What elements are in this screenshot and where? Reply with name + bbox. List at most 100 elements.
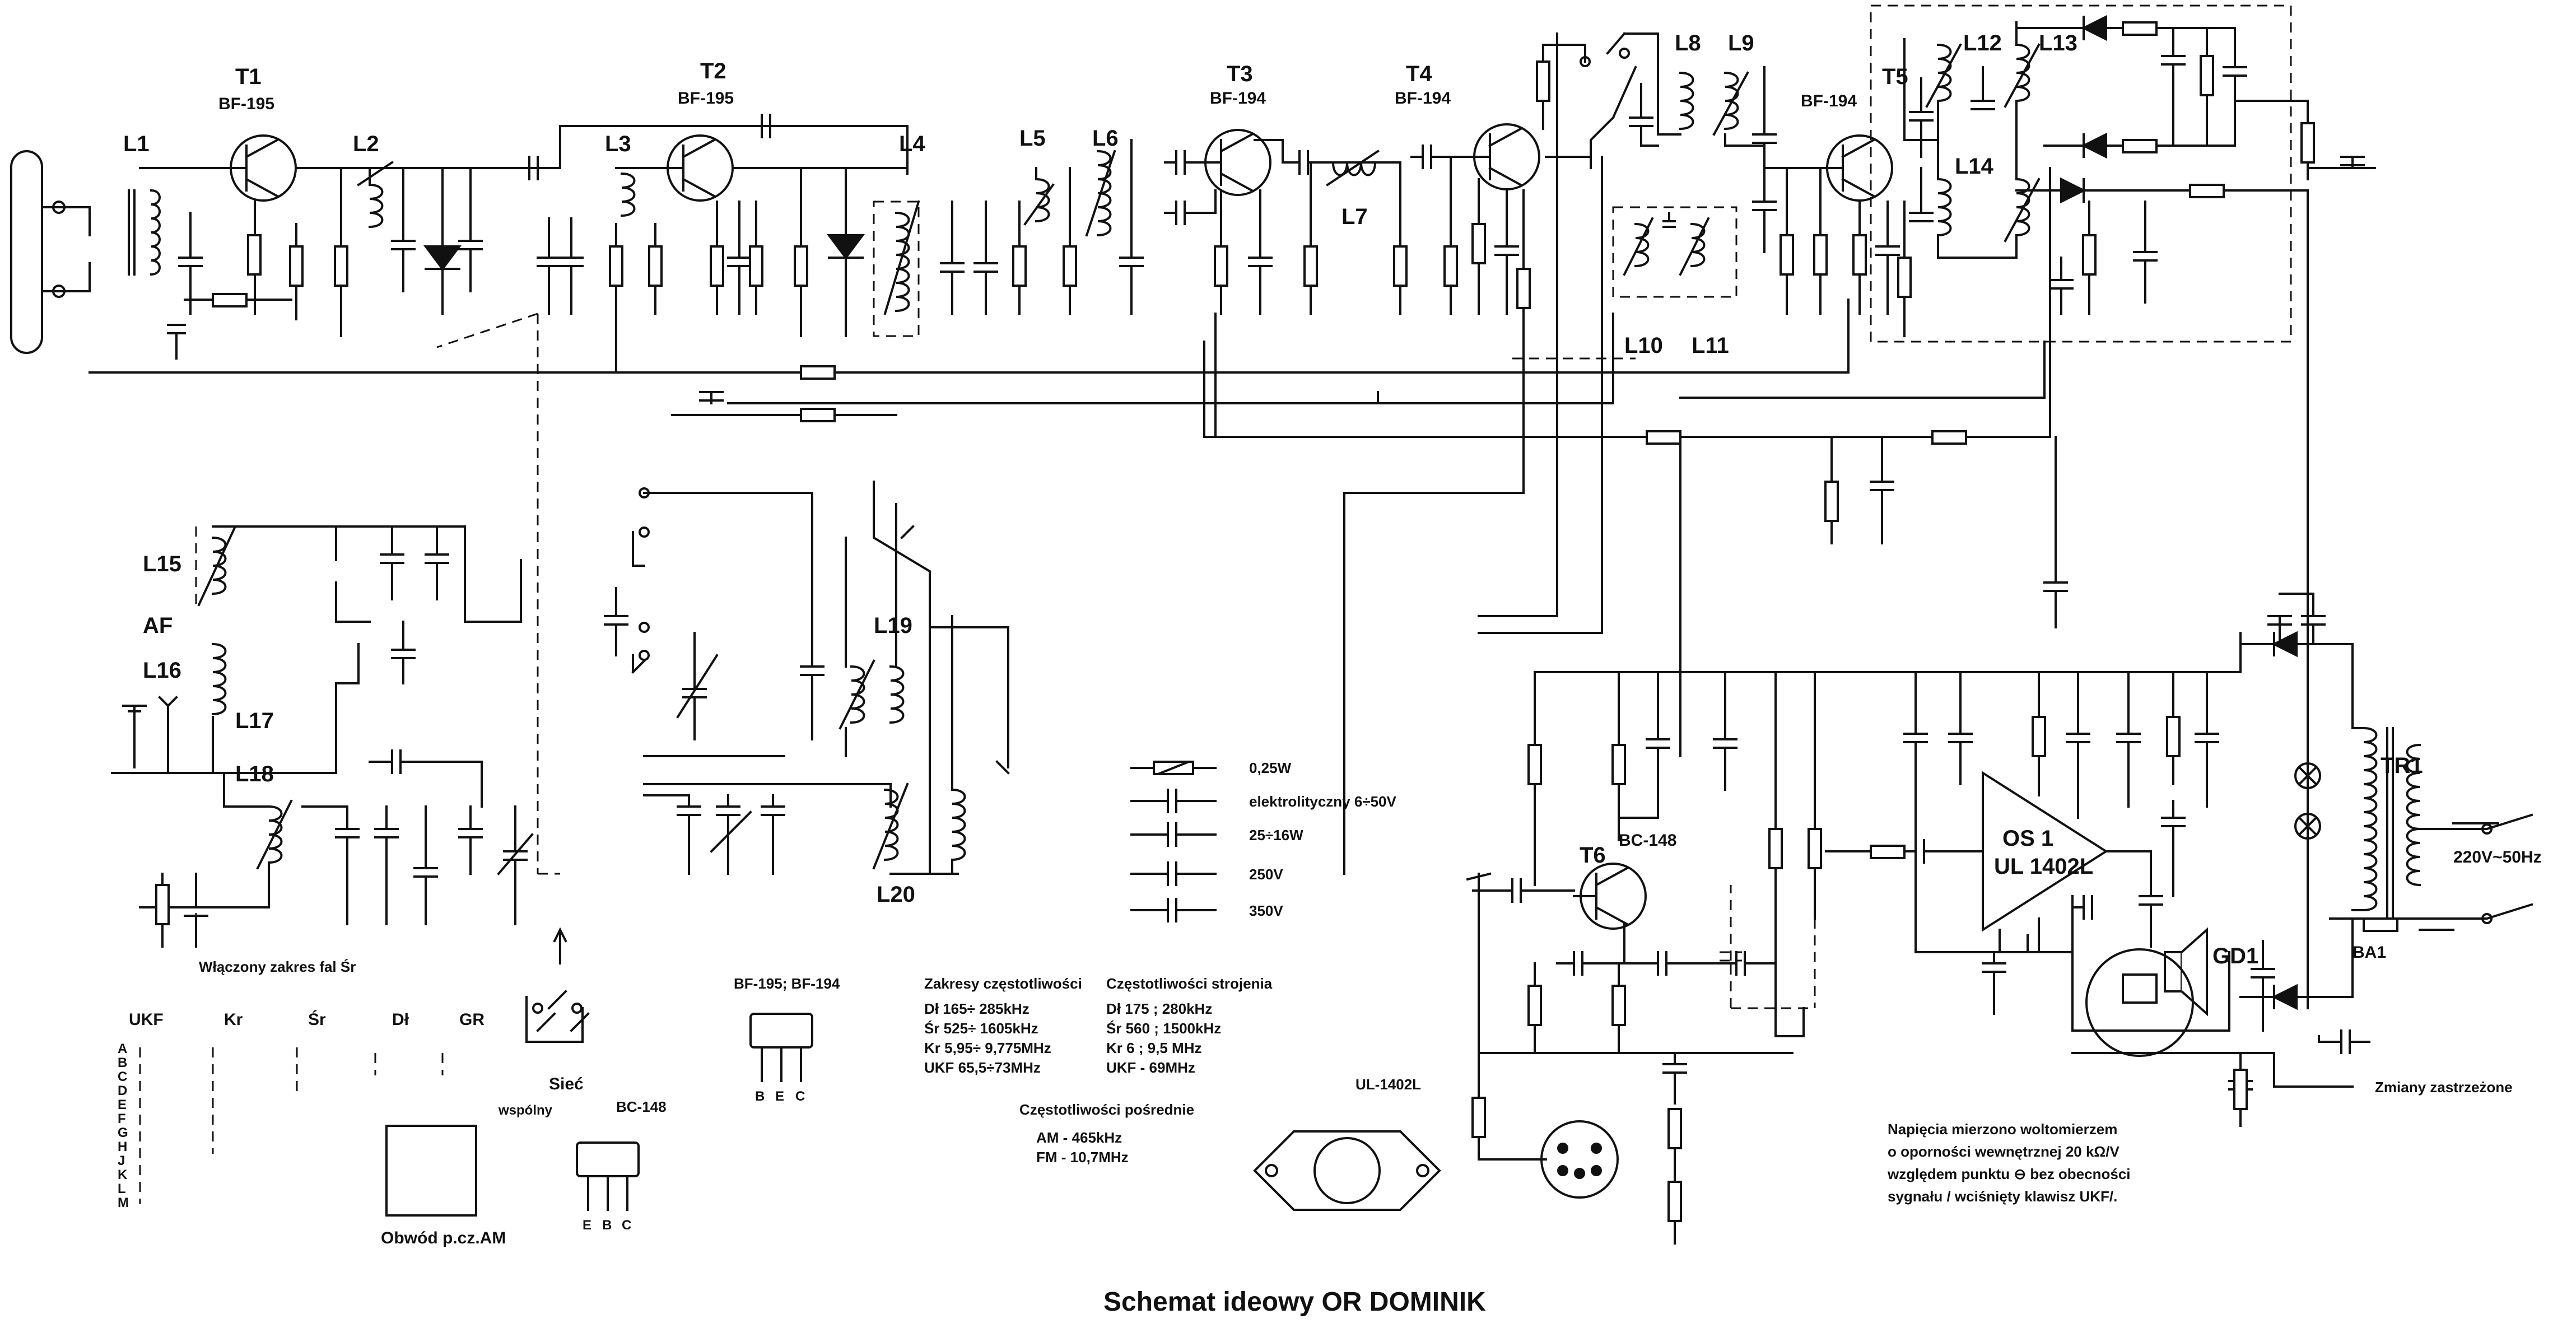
inductor-l6 <box>1085 139 1144 315</box>
col-sr: Śr <box>308 1010 326 1029</box>
transistor-t2 <box>660 134 734 202</box>
l10-ref: L10 <box>1624 333 1663 358</box>
resistor-r36 <box>1667 1108 1682 1149</box>
rectifier <box>2239 593 2354 1010</box>
zakresy-3: UKF 65,5÷73MHz <box>924 1059 1041 1076</box>
zakresy-0: Dł 165÷ 285kHz <box>924 1000 1030 1017</box>
inductor-l4 <box>873 200 920 337</box>
row-c: C <box>118 1069 127 1084</box>
l8-ref: L8 <box>1675 31 1701 55</box>
pot-r42 <box>1768 828 1783 869</box>
inductor-l5 <box>1023 167 1055 226</box>
t6-type: BC-148 <box>1619 831 1676 850</box>
page-title: Schemat ideowy OR DOMINIK <box>1103 1287 1486 1317</box>
passives-t1 <box>167 201 292 360</box>
inductor-l2 <box>357 161 394 229</box>
power-switch <box>525 927 590 1043</box>
din-socket <box>1540 1120 1619 1199</box>
pkg-ul-drawing <box>1253 1130 1441 1211</box>
pkg-bc-pin-b: B <box>602 1218 612 1233</box>
resistor-r37 <box>1667 1181 1682 1222</box>
t1-type: BF-195 <box>218 95 274 113</box>
pkg-bf-pin-e: E <box>775 1089 784 1104</box>
posrednie-heading: Częstotliwości pośrednie <box>1019 1101 1194 1118</box>
zakresy-2: Kr 5,95÷ 9,775MHz <box>924 1040 1051 1056</box>
l20-ref: L20 <box>877 882 915 907</box>
pot-r43 <box>1808 828 1822 869</box>
l16-ref: L16 <box>143 658 181 683</box>
inductor-l7 <box>1326 150 1380 187</box>
zakresy-1: Śr 525÷ 1605kHz <box>924 1020 1038 1037</box>
col-kr: Kr <box>224 1010 243 1029</box>
legend-item-3: 25÷16W <box>1249 827 1303 844</box>
siec-label: Sieć <box>549 1075 584 1093</box>
l19-ref: L19 <box>874 613 912 638</box>
passives-t3 <box>1214 161 1318 315</box>
transformer-tr1 <box>2351 727 2421 920</box>
row-f: F <box>118 1111 126 1126</box>
l11-ref: L11 <box>1692 333 1729 358</box>
strojenia-1: Śr 560 ; 1500kHz <box>1106 1020 1221 1037</box>
note-line-2: o oporności wewnętrznej 20 kΩ/V <box>1888 1143 2120 1160</box>
strojenia-heading: Częstotliwości strojenia <box>1106 975 1273 992</box>
strojenia-2: Kr 6 ; 9,5 MHz <box>1106 1040 1202 1056</box>
ba1-label: BA1 <box>2353 943 2386 962</box>
power-rail-top <box>139 125 909 175</box>
resistor-r56 <box>1824 481 1839 522</box>
row-g: G <box>118 1125 128 1140</box>
resistor-r11 <box>800 408 836 422</box>
posrednie-0: AM - 465kHz <box>1036 1129 1122 1146</box>
posrednie-1: FM - 10,7MHz <box>1036 1149 1129 1166</box>
t6-ref: T6 <box>1580 843 1606 868</box>
note-line-1: Napięcia mierzono woltomierzem <box>1888 1121 2117 1138</box>
ferrite-antenna <box>10 150 91 354</box>
resistor-r33 <box>1931 430 1967 445</box>
pkg-bc-drawing <box>576 1141 640 1211</box>
wspolny-label: wspólny <box>498 1103 553 1118</box>
l13-ref: L13 <box>2039 31 2077 55</box>
resistor-r44 <box>2032 716 2046 757</box>
row-d: D <box>118 1083 127 1098</box>
l4-ref: L4 <box>899 132 925 156</box>
l5-ref: L5 <box>1019 126 1046 151</box>
zmiany-label: Zmiany zastrzeżone <box>2375 1079 2513 1096</box>
legend-item-1: 0,25W <box>1249 759 1292 776</box>
mains-label: 220V~50Hz <box>2453 848 2542 866</box>
passives-t5 <box>1852 201 1912 337</box>
switch-table-dots <box>139 1047 444 1204</box>
row-b: B <box>118 1055 127 1070</box>
row-l: L <box>118 1181 126 1196</box>
resistor-r41 <box>1611 744 1626 785</box>
loudspeaker-gd1 <box>2164 927 2208 1017</box>
socket-speaker <box>2085 948 2194 1057</box>
t2-type: BF-195 <box>678 89 734 108</box>
pkg-bf-pin-c: C <box>795 1089 805 1104</box>
legend-symbols <box>1130 761 1217 922</box>
resistor-r21 <box>1646 430 1681 445</box>
caps-stage2 <box>537 201 763 374</box>
ratio-detector <box>1870 4 2292 343</box>
resistor-r10 <box>800 365 836 380</box>
strojenia-3: UKF - 69MHz <box>1106 1059 1195 1076</box>
l9-ref: L9 <box>1728 31 1754 55</box>
switch-contacts-lw <box>604 487 813 674</box>
af-label: AF <box>143 613 173 638</box>
ic-type: UL 1402L <box>1994 854 2093 879</box>
t4-ref: T4 <box>1406 62 1432 86</box>
l15-ref: L15 <box>143 552 181 576</box>
col-gr: GR <box>459 1010 485 1029</box>
resistor-r38 <box>1527 985 1542 1026</box>
resistor-r1 <box>155 884 170 925</box>
pkg-bf-label: BF-195; BF-194 <box>734 975 840 992</box>
transistor-t6 <box>1573 863 1647 930</box>
switch-contacts-rf <box>1542 32 1659 169</box>
col-ukf: UKF <box>129 1010 164 1029</box>
pkg-bc-pin-c: C <box>622 1218 631 1233</box>
inductor-l3 <box>620 172 636 217</box>
tr1-label: TR1 <box>2381 753 2423 778</box>
pkg-bc-pin-e: E <box>583 1218 591 1233</box>
if-coil-drawing <box>385 1125 477 1217</box>
t1-ref: T1 <box>235 64 262 89</box>
inductor-l17 <box>211 642 227 716</box>
inductor-l19 <box>839 659 905 730</box>
